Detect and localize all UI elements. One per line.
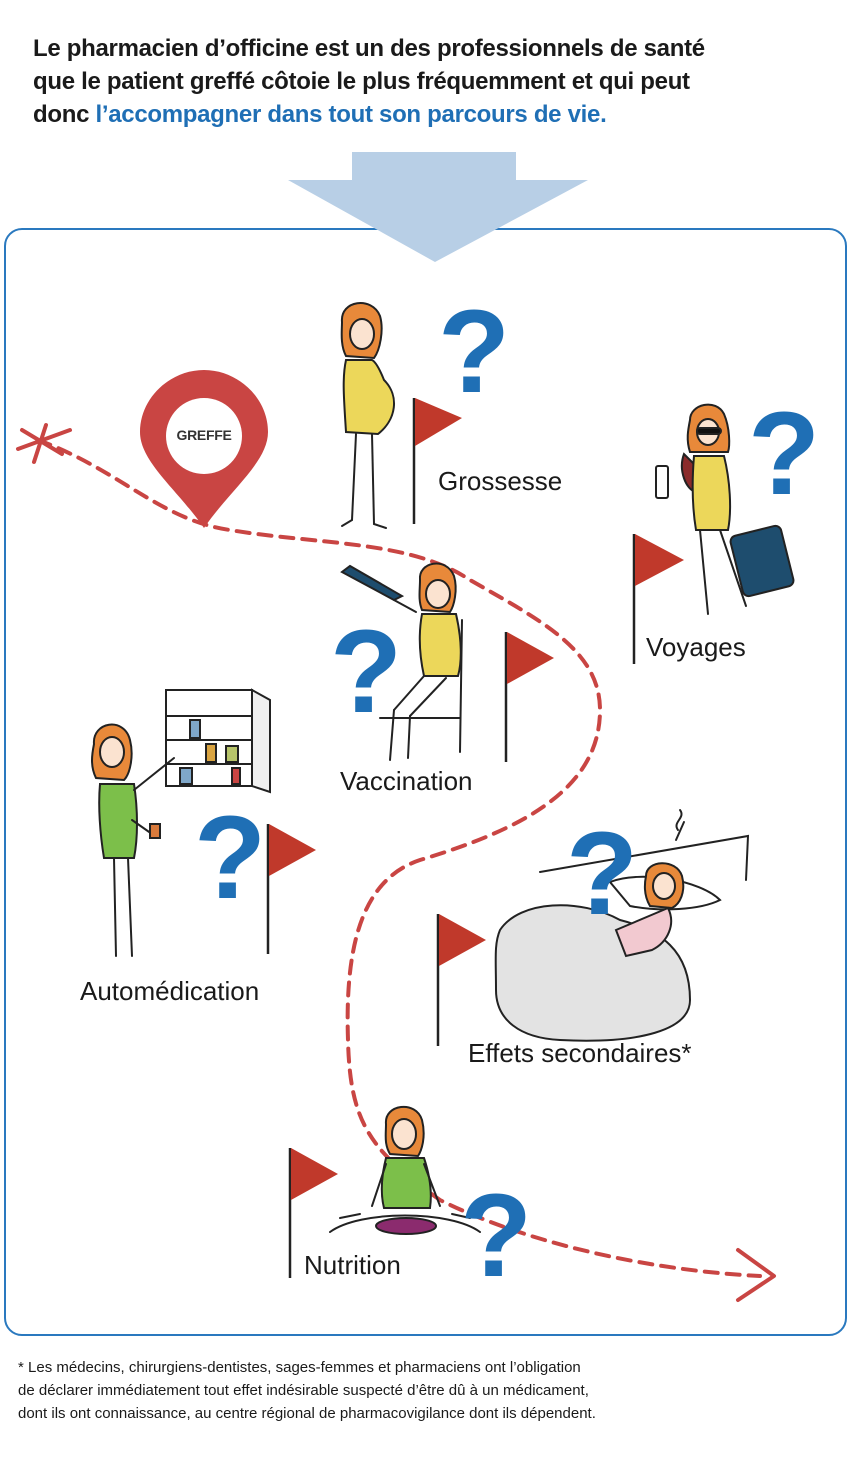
label-automedication: Automédication: [80, 976, 260, 1006]
journey-path: [36, 438, 762, 1278]
flag-nutrition-icon: [288, 1148, 338, 1278]
start-cross-icon: [16, 423, 72, 464]
header-highlight: l’accompagner dans tout son parcours de …: [95, 101, 607, 128]
footnote-line-3: dont ils ont connaissance, au centre rég…: [18, 1405, 596, 1422]
medicine-cabinet-figure: [165, 688, 271, 794]
label-effets-secondaires: Effets secondaires*: [468, 1038, 692, 1068]
question-mark-effets-icon: ?: [566, 808, 638, 940]
nutrition-figure: [329, 1105, 481, 1235]
flag-effets-icon: [436, 914, 486, 1046]
header-line-3-prefix: donc: [33, 101, 96, 128]
flag-voyages-icon: [632, 534, 684, 664]
header-line-1: Le pharmacien d’officine est un des prof…: [33, 35, 705, 62]
footnote-line-2: de déclarer immédiatement tout effet ind…: [18, 1382, 589, 1399]
label-vaccination: Vaccination: [340, 766, 473, 796]
header-line-2: que le patient greffé côtoie le plus fré…: [33, 68, 690, 95]
flag-automedication-icon: [266, 824, 316, 954]
flag-grossesse-icon: [412, 398, 462, 524]
label-voyages: Voyages: [646, 632, 746, 662]
down-arrow-icon: [288, 152, 588, 262]
label-nutrition: Nutrition: [304, 1250, 401, 1280]
flag-vaccination-icon: [504, 632, 554, 762]
path-end-arrow-icon: [736, 1248, 776, 1302]
footnote: * Les médecins, chirurgiens-dentistes, s…: [18, 1356, 838, 1425]
question-mark-grossesse-icon: ?: [438, 286, 510, 418]
label-grossesse: Grossesse: [438, 466, 563, 496]
question-mark-vaccination-icon: ?: [330, 606, 402, 738]
header-text: Le pharmacien d’officine est un des prof…: [33, 32, 833, 131]
pregnant-woman-figure: [340, 302, 396, 529]
traveler-figure: [655, 403, 795, 615]
question-mark-nutrition-icon: ?: [460, 1170, 532, 1302]
header-line-3: donc l’accompagner dans tout son parcour…: [33, 98, 833, 131]
map-pin-icon: [140, 370, 268, 528]
pin-label: GREFFE: [176, 427, 232, 443]
sick-in-bed-figure: [494, 809, 750, 1042]
question-mark-voyages-icon: ?: [748, 388, 820, 520]
automedication-woman-figure: [91, 723, 175, 957]
vaccination-figure: [340, 562, 463, 761]
footnote-line-1: * Les médecins, chirurgiens-dentistes, s…: [18, 1359, 581, 1376]
question-mark-automedication-icon: ?: [194, 792, 266, 924]
